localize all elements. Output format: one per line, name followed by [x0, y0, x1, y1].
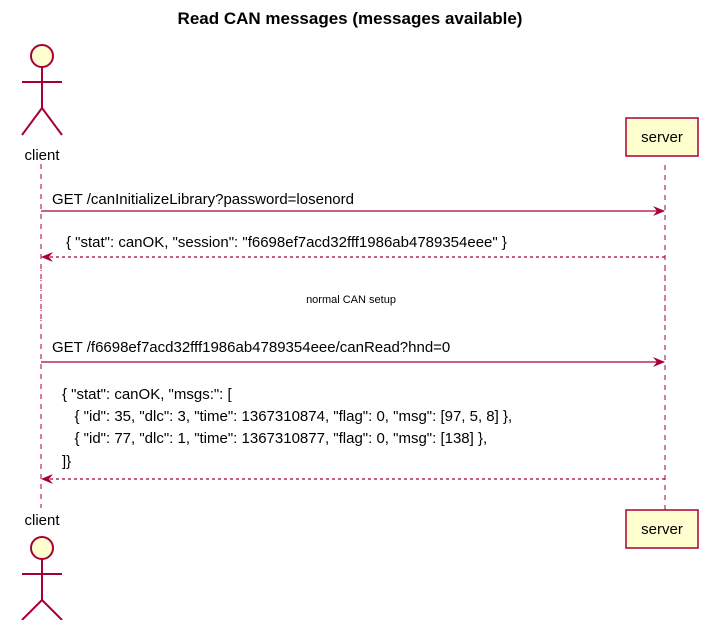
message-2-text: { "stat": canOK, "session": "f6698ef7acd… [66, 234, 507, 251]
message-2: { "stat": canOK, "session": "f6698ef7acd… [41, 234, 665, 262]
client-label-bottom: client [24, 512, 60, 529]
message-4-line-2: { "id": 35, "dlc": 3, "time": 1367310874… [62, 408, 512, 425]
message-4: { "stat": canOK, "msgs:": [ { "id": 35, … [41, 386, 665, 484]
client-actor-bottom[interactable]: client [21, 512, 63, 620]
divider: normal CAN setup [40, 270, 666, 330]
server-label-top: server [641, 129, 683, 146]
message-4-line-1: { "stat": canOK, "msgs:": [ [62, 386, 233, 403]
message-4-line-4: ]} [62, 453, 71, 470]
server-label-bottom: server [641, 521, 683, 538]
message-3-text: GET /f6698ef7acd32fff1986ab4789354eee/ca… [52, 339, 450, 356]
divider-label: normal CAN setup [306, 294, 396, 306]
diagram-title: Read CAN messages (messages available) [178, 9, 523, 28]
message-4-line-3: { "id": 77, "dlc": 1, "time": 1367310877… [62, 430, 487, 447]
message-3: GET /f6698ef7acd32fff1986ab4789354eee/ca… [41, 339, 665, 367]
client-actor-top[interactable]: client [21, 44, 63, 164]
server-participant-bottom[interactable]: server [625, 509, 699, 549]
message-1: GET /canInitializeLibrary?password=losen… [41, 191, 665, 216]
client-label-top: client [24, 147, 60, 164]
message-1-text: GET /canInitializeLibrary?password=losen… [52, 191, 354, 208]
actor-stick-figure-icon [21, 44, 63, 136]
server-participant-top[interactable]: server [625, 117, 699, 157]
actor-stick-figure-icon [21, 536, 63, 620]
